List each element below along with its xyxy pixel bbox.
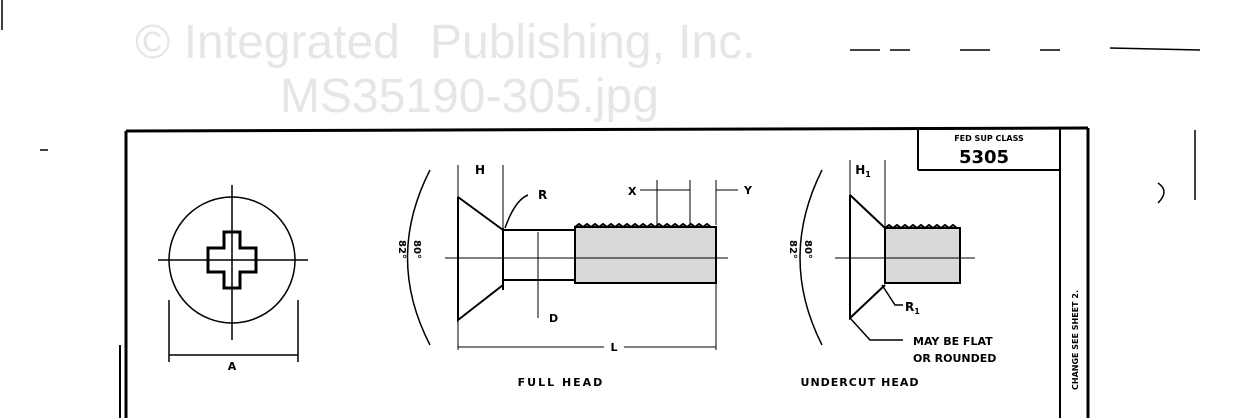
dim-a-label: A [228,360,237,373]
dim-h-label: H [475,163,485,177]
scan-artifacts [1,0,1201,418]
dim-r1-label: R1 [905,300,920,316]
dim-r-label: R [538,188,547,202]
angle-80-label: 80° [411,240,422,259]
fed-sup-class-value: 5305 [959,147,1009,168]
note-line-1: MAY BE FLAT [913,335,993,348]
watermark-line-2: Publishing, Inc. [430,16,756,69]
watermark-line-1: © Integrated [135,16,400,69]
undercut-angle-82-label: 82° [787,240,798,259]
watermark: © Integrated Publishing, Inc. MS35190-30… [135,16,756,123]
watermark-line-3: MS35190-305.jpg [280,70,659,123]
dim-h1-label: H1 [855,163,871,179]
side-note: CHANGE SEE SHEET 2. [1071,290,1080,390]
angle-82-label: 82° [396,240,407,259]
fed-sup-class-label: FED SUP CLASS [954,134,1024,143]
full-head-screw [406,165,738,350]
drawing-frame [124,126,1090,418]
undercut-angle-80-label: 80° [802,240,813,259]
dim-d-label: D [549,312,558,325]
top-view [158,185,308,362]
undercut-head-screw [799,160,975,346]
undercut-head-caption: UNDERCUT HEAD [801,376,920,389]
dim-x-label: X [628,185,637,198]
dim-y-label: Y [743,184,753,197]
dim-l-label: L [610,341,617,354]
full-head-caption: FULL HEAD [518,376,605,389]
note-line-2: OR ROUNDED [913,352,996,365]
